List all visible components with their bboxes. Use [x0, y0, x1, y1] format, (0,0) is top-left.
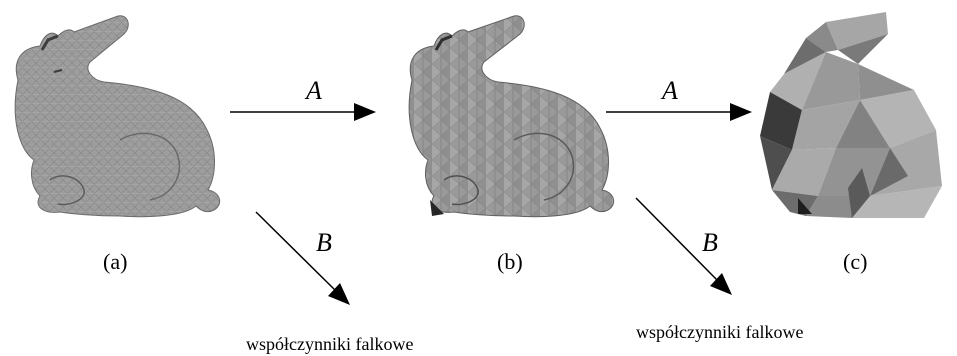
arrow-label-b-second: B	[702, 230, 718, 256]
arrow-label-a-second: A	[662, 78, 678, 104]
caption-a: (a)	[103, 251, 127, 273]
arrow-a-down	[256, 212, 350, 305]
arrow-label-b-first: B	[316, 230, 332, 256]
bunny-mesh-fine-icon	[15, 16, 220, 217]
bunny-mesh-coarse-icon	[760, 12, 942, 218]
arrow-label-a-first: A	[306, 78, 322, 104]
arrow-a-to-b	[230, 103, 376, 121]
wavelet-coefficients-right: współczynniki falkowe	[636, 323, 803, 341]
caption-c: (c)	[843, 251, 867, 273]
wavelet-coefficients-left: współczynniki falkowe	[246, 335, 413, 353]
bunny-mesh-medium-icon	[409, 16, 614, 217]
caption-b: (b)	[497, 251, 523, 273]
arrow-b-to-c	[606, 103, 752, 121]
